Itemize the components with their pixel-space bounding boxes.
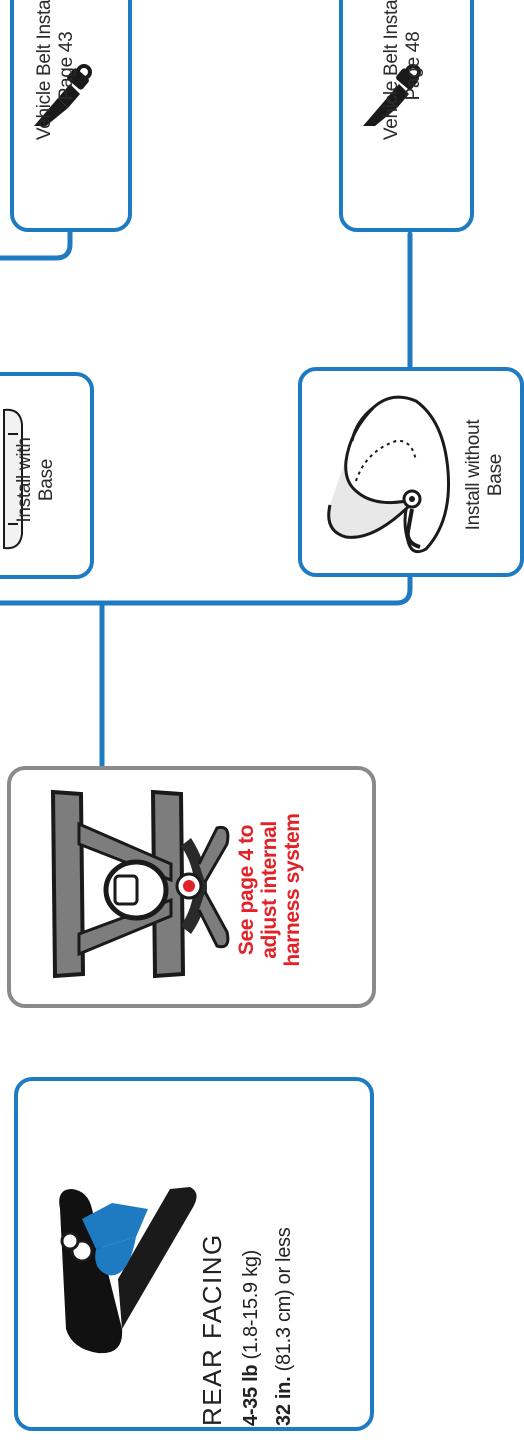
belt-install-43-line1: Vehicle Belt Install [34,0,55,141]
rear-facing-weight: 4-35 lb (1.8-15.9 kg) [240,1126,263,1426]
belt-install-48-text: Vehicle Belt Install Page 48 [381,0,429,166]
weight-rest: (1.8-15.9 kg) [240,1249,262,1365]
belt-install-48-line1: Vehicle Belt Install [381,0,402,141]
install-with-base-text: Install with Base [14,400,62,560]
harness-icon [50,789,230,979]
box-install-without-base[interactable]: Install without Base [298,367,524,577]
box-rear-facing[interactable]: REAR FACING 4-35 lb (1.8-15.9 kg) 32 in.… [14,1077,374,1431]
belt-install-48-line2: Page 48 [403,31,424,101]
install-without-base-text: Install without Base [463,390,511,560]
height-rest: (81.3 cm) or less [273,1227,295,1377]
harness-note-line2: adjust internal [258,821,281,959]
box-belt-install-page-48[interactable]: Vehicle Belt Install Page 48 [339,0,474,232]
rear-facing-text: REAR FACING 4-35 lb (1.8-15.9 kg) 32 in.… [197,1126,307,1426]
belt-install-43-line2: Page 43 [56,31,77,101]
seat-belt-icon [363,64,421,126]
box-harness-adjust[interactable]: See page 4 to adjust internal harness sy… [7,766,376,1008]
install-without-base-line2: Base [485,453,506,497]
height-bold: 32 in. [273,1376,295,1426]
carrier-icon [327,395,450,554]
seat-belt-icon [34,64,92,126]
base-icon [3,408,23,550]
connector-with-to-belt [0,229,73,261]
box-install-with-base[interactable]: Install with Base [0,372,94,579]
connector-branch-horizontal [0,572,413,606]
harness-note-line3: harness system [281,813,304,967]
rear-facing-height: 32 in. (81.3 cm) or less [273,1126,296,1426]
car-seat-icon [59,1187,197,1354]
install-with-base-line1: Install with [14,437,35,523]
weight-bold: 4-35 lb [240,1364,262,1426]
harness-note-line1: See page 4 to [235,824,258,956]
install-without-base-line1: Install without [463,419,484,531]
rear-facing-title: REAR FACING [197,1233,227,1426]
belt-install-43-text: Vehicle Belt Install Page 43 [34,0,82,166]
install-with-base-line2: Base [36,458,57,502]
harness-note-text: See page 4 to adjust internal harness sy… [235,780,307,1000]
box-belt-install-page-43[interactable]: Vehicle Belt Install Page 43 [10,0,132,232]
